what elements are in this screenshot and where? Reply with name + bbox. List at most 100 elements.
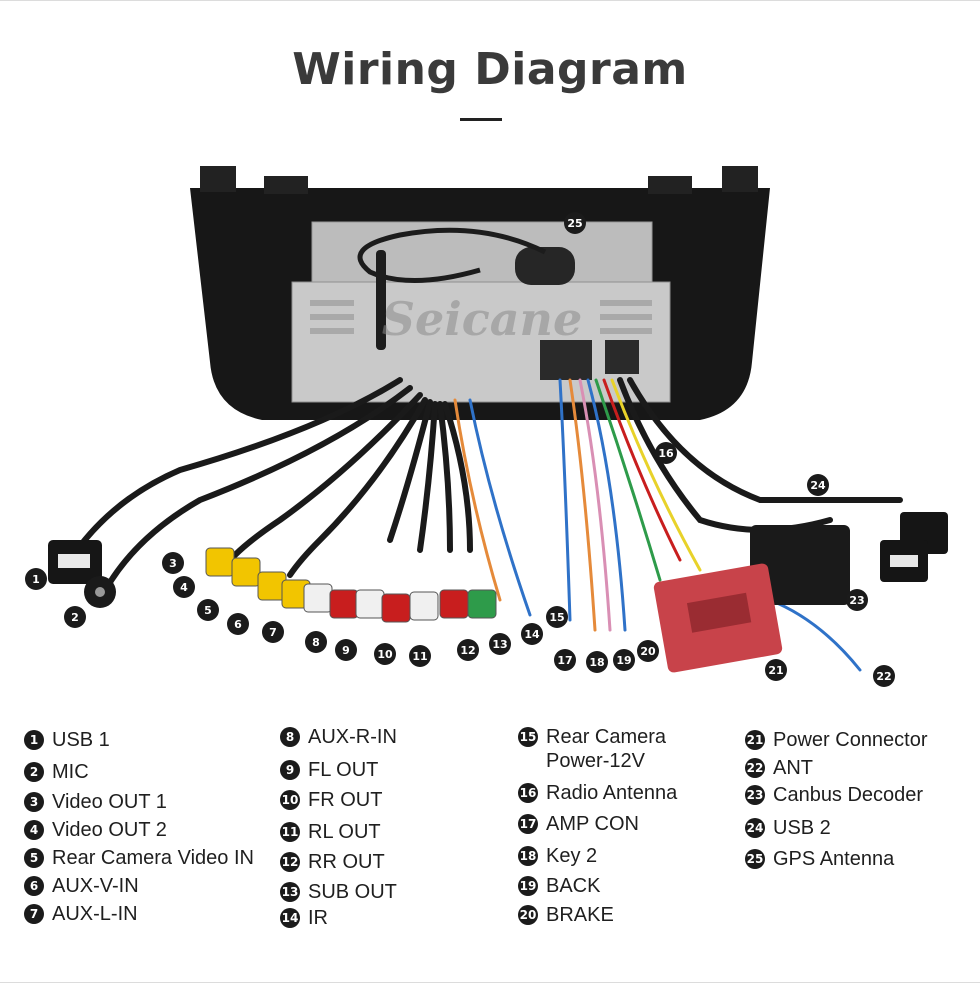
callout-19: 19 xyxy=(613,649,635,671)
svg-text:1: 1 xyxy=(32,573,40,586)
svg-text:5: 5 xyxy=(204,604,212,617)
callout-11: 11 xyxy=(409,645,431,667)
legend-item-brake: 20 BRAKE xyxy=(518,903,614,927)
svg-text:25: 25 xyxy=(567,217,582,230)
legend-badge: 22 xyxy=(745,758,765,778)
callout-25: 25 xyxy=(564,212,586,234)
legend-label: BRAKE xyxy=(546,904,614,926)
legend-badge: 14 xyxy=(280,908,300,928)
legend-label: Video OUT 2 xyxy=(52,819,167,841)
legend-label: FL OUT xyxy=(308,759,379,781)
svg-text:21: 21 xyxy=(768,664,783,677)
wifi-antenna xyxy=(376,250,386,350)
legend-item-back: 19 BACK xyxy=(518,874,600,898)
legend-badge: 6 xyxy=(24,876,44,896)
wiring-diagram-illustration: Seicane xyxy=(25,166,948,687)
legend-label: AMP CON xyxy=(546,813,639,835)
legend-badge: 18 xyxy=(518,846,538,866)
callout-2: 2 xyxy=(64,606,86,628)
callout-18: 18 xyxy=(586,651,608,673)
svg-text:2: 2 xyxy=(71,611,79,624)
svg-text:4: 4 xyxy=(180,581,188,594)
svg-text:13: 13 xyxy=(492,638,507,651)
legend-label: Key 2 xyxy=(546,845,598,867)
legend-label: ANT xyxy=(773,757,813,779)
rear-connector-block xyxy=(540,340,592,380)
svg-text:24: 24 xyxy=(810,479,826,492)
bottom-divider xyxy=(0,982,980,983)
legend-label: FR OUT xyxy=(308,789,383,811)
svg-text:3: 3 xyxy=(169,557,177,570)
legend-badge: 15 xyxy=(518,727,538,747)
legend-badge: 3 xyxy=(24,792,44,812)
svg-text:17: 17 xyxy=(557,654,572,667)
legend-badge: 9 xyxy=(280,760,300,780)
callout-8: 8 xyxy=(305,631,327,653)
legend-label: RL OUT xyxy=(308,821,381,843)
callout-24: 24 xyxy=(807,474,829,496)
legend-badge: 20 xyxy=(518,905,538,925)
svg-text:8: 8 xyxy=(312,636,320,649)
callout-1: 1 xyxy=(25,568,47,590)
legend-item-power-connector: 21 Power Connector xyxy=(745,728,928,752)
legend-item-ant: 22 ANT xyxy=(745,756,813,780)
legend-label: IR xyxy=(308,907,328,929)
legend-badge: 11 xyxy=(280,822,300,842)
legend-label: BACK xyxy=(546,875,601,897)
legend-item-fr-out: 10 FR OUT xyxy=(280,788,382,812)
legend-badge: 2 xyxy=(24,762,44,782)
legend-badge: 19 xyxy=(518,876,538,896)
colored-wire-bundle xyxy=(453,378,862,672)
legend-label: Rear Camera Power-12V xyxy=(546,726,667,772)
antenna-socket xyxy=(605,340,639,374)
legend-label: AUX-R-IN xyxy=(308,726,397,748)
callout-7: 7 xyxy=(262,621,284,643)
rca-plug-group xyxy=(205,547,497,623)
legend-item-rear-camera-power: 15 Rear Camera Power-12V xyxy=(518,725,688,773)
callout-17: 17 xyxy=(554,649,576,671)
frame-tab-right-2 xyxy=(648,176,692,194)
legend-badge: 13 xyxy=(280,882,300,902)
callout-12: 12 xyxy=(457,639,479,661)
chassis-top-plate xyxy=(311,221,653,287)
legend-badge: 21 xyxy=(745,730,765,750)
svg-text:20: 20 xyxy=(640,645,656,658)
frame-tab-left-1 xyxy=(200,166,236,192)
legend-label: Power Connector xyxy=(773,729,928,751)
canbus-decoder-box xyxy=(750,525,850,605)
watermark-text: Seicane xyxy=(382,292,583,346)
svg-text:19: 19 xyxy=(616,654,631,667)
top-divider xyxy=(0,0,980,1)
svg-text:7: 7 xyxy=(269,626,277,639)
frame-tab-left-2 xyxy=(264,176,308,194)
callout-4: 4 xyxy=(173,576,195,598)
legend-badge: 10 xyxy=(280,790,300,810)
legend-item-fl-out: 9 FL OUT xyxy=(280,758,378,782)
callout-16: 16 xyxy=(655,442,677,464)
legend-item-ir: 14 IR xyxy=(280,906,328,930)
callout-20: 20 xyxy=(637,640,659,662)
legend-badge: 16 xyxy=(518,783,538,803)
callout-5: 5 xyxy=(197,599,219,621)
callout-9: 9 xyxy=(335,639,357,661)
callout-21: 21 xyxy=(765,659,787,681)
legend-label: AUX-L-IN xyxy=(52,903,138,925)
legend-label: GPS Antenna xyxy=(773,848,895,870)
callout-22: 22 xyxy=(873,665,895,687)
diagram-callouts: 1 2 3 4 5 6 7 8 9 10 11 12 13 14 15 16 1… xyxy=(25,212,895,687)
callout-13: 13 xyxy=(489,633,511,655)
title-underline xyxy=(460,118,502,121)
legend-badge: 5 xyxy=(24,848,44,868)
